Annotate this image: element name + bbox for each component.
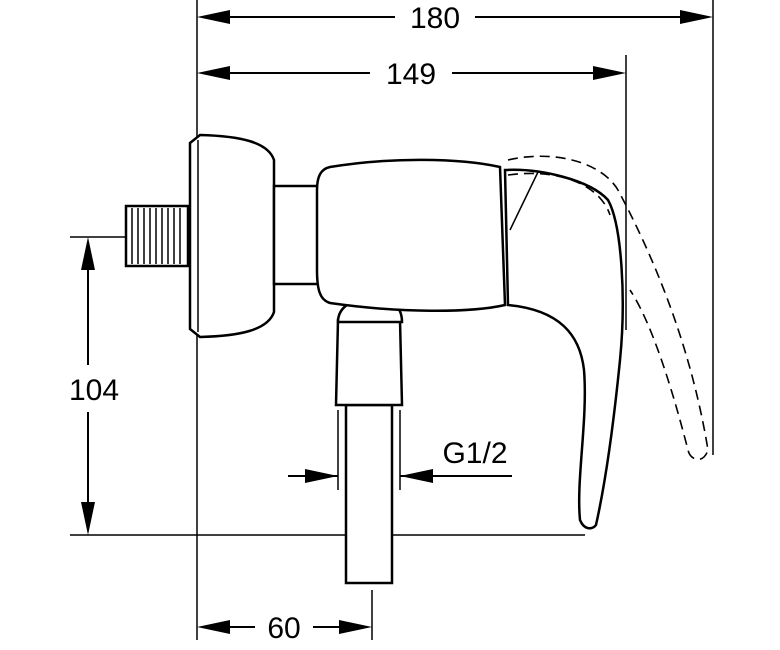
outlet-offset-label: 60 (267, 612, 300, 645)
lever-alternate-position (507, 155, 709, 461)
outlet-pipe (334, 296, 404, 585)
height-label: 104 (69, 374, 119, 407)
dimension-outlet-thread: G1/2 (288, 437, 512, 483)
outlet-thread-label: G1/2 (442, 437, 507, 470)
connector-neck (272, 184, 322, 286)
lever-inner-edge (509, 171, 539, 231)
cartridge-body (315, 158, 507, 312)
mixer-body (124, 133, 709, 585)
overall-length-label: 180 (410, 2, 460, 35)
dimension-outlet-offset: 60 (197, 612, 372, 645)
lever-handle (503, 168, 624, 530)
dimension-handle-length: 149 (197, 58, 626, 91)
handle-length-label: 149 (386, 58, 436, 91)
wall-flange (188, 133, 276, 339)
dimension-height: 104 (69, 237, 119, 535)
dimension-overall-length: 180 (197, 2, 713, 35)
threaded-inlet (124, 204, 190, 268)
